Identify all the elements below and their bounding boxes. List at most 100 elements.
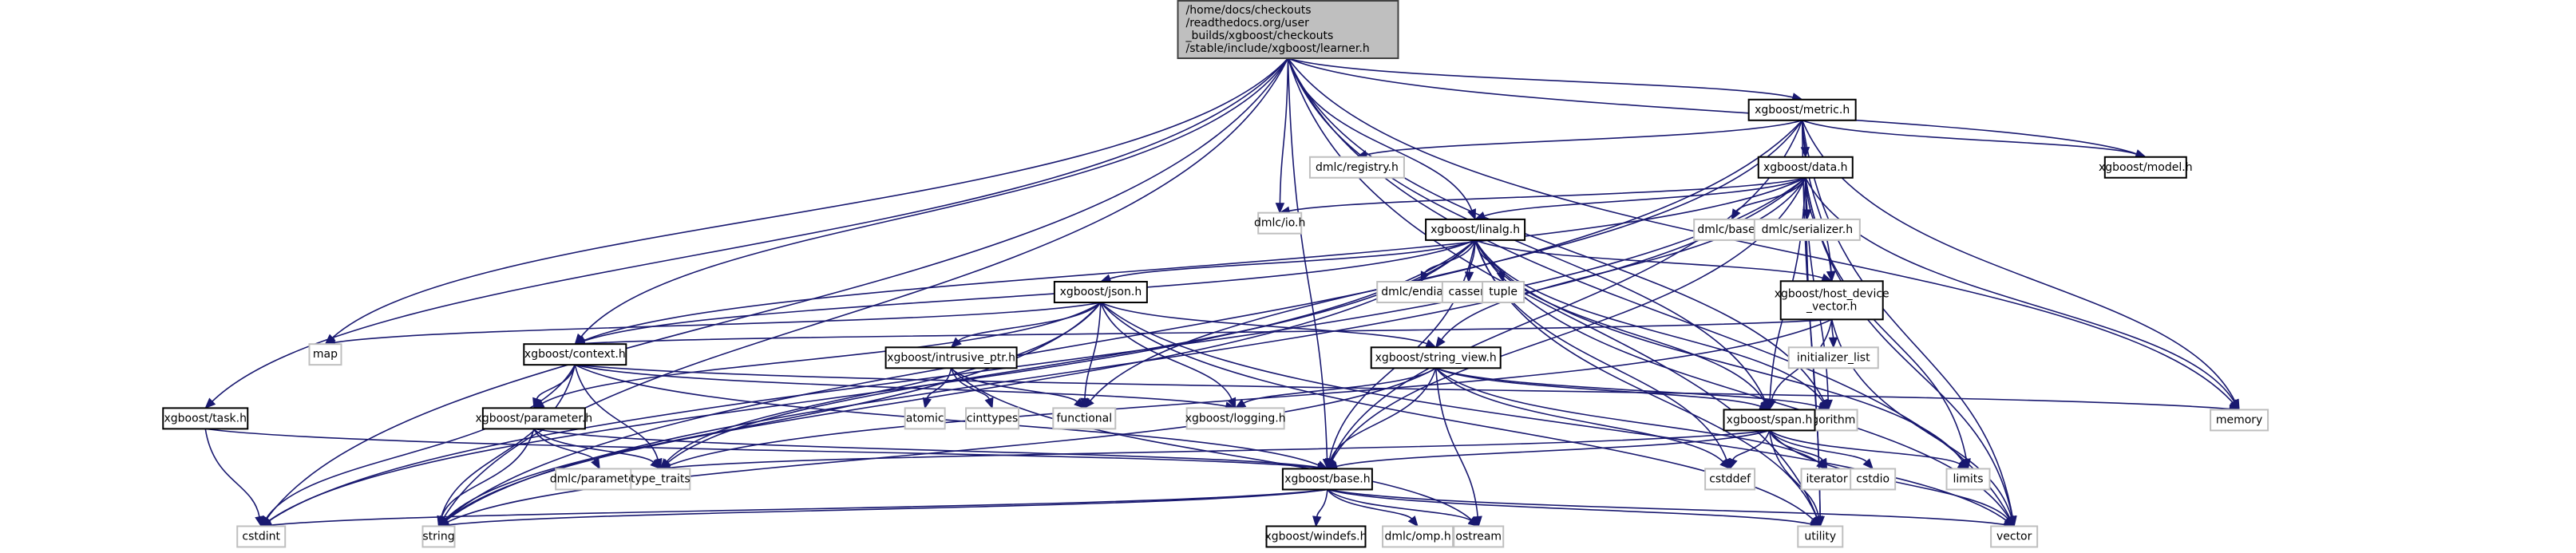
node-box [1308,156,1405,179]
edge-base-to-string [448,488,1328,526]
edge-span-to-base [1336,429,1770,468]
node-label: limits [1953,472,1983,485]
node-label: dmlc/serializer.h [1762,223,1854,236]
node-label: initializer_list [1797,351,1870,364]
node-label: xgboost/parameter.h [476,412,593,425]
arrowhead-base-to-windefs [1312,515,1322,527]
arrowhead-intrusive-to-atomic [922,397,932,409]
edge-context-to-string [440,364,576,518]
node-context[interactable]: xgboost/context.h [523,343,627,366]
edge-data-to-vector [1804,177,2013,517]
edge-hdv-to-initlist [1830,319,1834,338]
node-parameter[interactable]: xgboost/parameter.h [476,407,593,430]
node-label: xgboost/task.h [164,412,247,425]
node-cstdint: cstdint [236,525,287,548]
node-label: type_traits [631,472,690,485]
node-base[interactable]: xgboost/base.h [1281,468,1373,491]
edge-base-to-cstdint [271,488,1328,526]
node-box [1797,525,1844,548]
edge-root-to-context [580,57,1289,338]
edge-root-to-string [443,57,1289,519]
node-box [421,525,456,548]
edge-hdv-to-context [584,318,1832,345]
edge-linalg-to-utility [1474,239,1818,518]
node-box [965,407,1020,430]
edge-base-to-omp [1327,488,1413,519]
node-label: dmlc/base.h [1697,223,1766,236]
arrowhead-stringview-to-cstddef [1719,458,1731,470]
arrowhead-task-to-cstdint [255,515,264,527]
node-label: memory [2216,413,2263,426]
edge-intrusive-to-functional [951,367,1078,402]
node-atomic: atomic [904,407,946,430]
arrowhead-root-to-io [1275,203,1285,214]
node-windefs[interactable]: xgboost/windefs.h [1265,525,1367,548]
node-box [481,407,586,430]
node-box [308,343,342,366]
edge-linalg-to-algorithm [1474,239,1824,403]
node-memory: memory [2210,409,2269,432]
node-stringview[interactable]: xgboost/string_view.h [1370,346,1502,369]
edge-task-to-base [205,428,1319,468]
edge-metric-to-string [445,120,1803,521]
node-label: cinttypes [967,412,1019,425]
node-label: atomic [906,412,944,425]
node-box [236,525,287,548]
edge-data-to-io [1288,176,1806,212]
edge-base-to-utility [1327,488,1811,525]
edge-data-to-linalg [1484,177,1806,217]
node-label: xgboost/model.h [2099,161,2193,174]
edge-span-to-iterator [1768,430,1823,461]
node-dmlcparam: dmlc/parameter.h [550,468,650,491]
node-tuple: tuple [1482,281,1525,304]
arrowhead-span-to-cstddef [1728,457,1738,470]
edge-span-to-cstdio [1768,429,1867,463]
edge-span-to-limits [1769,429,1961,465]
edge-root-to-linalg [1287,57,1473,211]
edge-parameter-to-base [533,428,1319,468]
node-box [1990,525,2039,548]
arrowhead-stringview-to-logging [1234,399,1247,409]
node-hdv[interactable]: xgboost/host_device_vector.h [1775,280,1889,321]
edge-stringview-to-iterator [1435,367,1820,464]
arrowhead-parameter-to-typetraits [650,458,662,470]
node-label: xgboost/logging.h [1185,412,1286,425]
node-intrusive[interactable]: xgboost/intrusive_ptr.h [884,346,1018,369]
edge-metric-to-registry [1366,120,1802,156]
node-json[interactable]: xgboost/json.h [1053,281,1148,304]
node-box [1779,280,1884,321]
node-span[interactable]: xgboost/span.h [1723,409,1816,432]
edge-context-to-cstdint [266,364,576,519]
edge-span-to-typetraits [670,429,1770,469]
arrowhead-hdv-to-span [1767,398,1776,411]
edge-metric-to-model [1802,120,2137,155]
arrowhead-base-to-omp [1407,515,1419,527]
node-label: cassert [1449,286,1490,298]
node-label: xgboost/json.h [1060,286,1142,298]
node-box [1747,98,1857,121]
node-label: iterator [1806,472,1847,485]
node-label: xgboost/context.h [524,348,626,361]
node-label: xgboost/string_view.h [1375,351,1497,364]
edge-root-to-map [331,57,1289,338]
node-data[interactable]: xgboost/data.h [1757,156,1854,179]
node-label: map [313,348,338,361]
node-utility: utility [1797,525,1844,548]
node-root[interactable]: /home/docs/checkouts/readthedocs.org/use… [1177,0,1399,60]
node-label: xgboost/linalg.h [1430,223,1520,236]
node-task[interactable]: xgboost/task.h [162,407,249,430]
node-linalg[interactable]: xgboost/linalg.h [1425,218,1526,241]
node-box [1753,218,1861,241]
node-cstddef: cstddef [1704,468,1756,491]
edge-json-to-vector [1100,302,2007,521]
node-label: functional [1056,412,1112,425]
edge-json-to-stringview [1100,302,1427,345]
node-model[interactable]: xgboost/model.h [2099,156,2193,179]
node-metric[interactable]: xgboost/metric.h [1747,98,1857,121]
node-cstdio: cstdio [1850,468,1897,491]
edge-data-to-stringview [1441,177,1806,341]
node-label: cstdio [1856,472,1889,485]
node-box [1177,0,1399,60]
edge-linalg-to-string [445,239,1476,521]
node-cinttypes: cinttypes [965,407,1020,430]
